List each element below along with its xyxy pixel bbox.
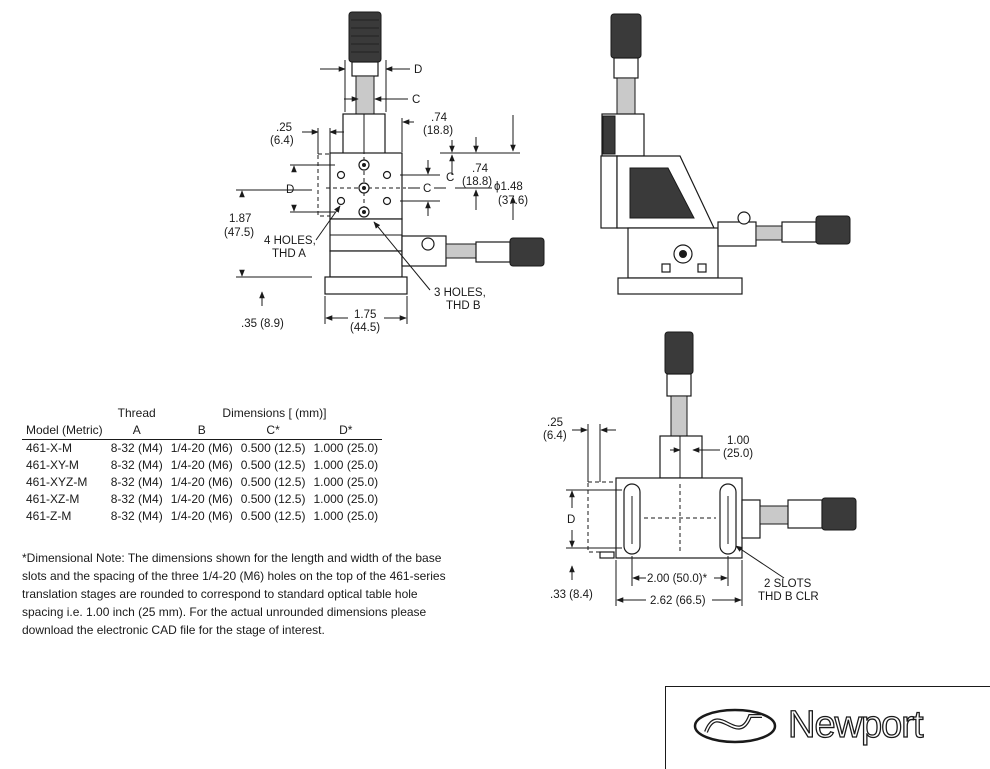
dim-074b-in: .74 [472,163,489,175]
b-dim-100-in: 1.00 [727,435,749,447]
front-dimensions [236,60,520,324]
cell-b: 1/4-20 (M6) [170,509,233,523]
front-holes [336,159,392,218]
cell-a: 8-32 (M4) [110,475,163,489]
cell-c: 0.500 (12.5) [240,441,306,455]
label-d-top: D [414,64,422,76]
cell-a: 8-32 (M4) [110,509,163,523]
dimensions-table: Thread Dimensions [ (mm)] Model (Metric)… [22,405,383,525]
logo-box [665,686,990,769]
cell-model: 461-X-M [26,441,73,455]
table-row: 461-Z-M 8-32 (M4) 1/4-20 (M6) 0.500 (12.… [22,508,382,525]
dim-035: .35 (8.9) [241,318,284,330]
b-dim-200: 2.00 (50.0)* [647,573,708,585]
bottom-dimensions [566,424,785,606]
cell-model: 461-XYZ-M [26,475,88,489]
b-label-d: D [567,514,575,526]
dim-187-mm: (47.5) [224,227,254,239]
table-row: 461-XZ-M 8-32 (M4) 1/4-20 (M6) 0.500 (12… [22,491,382,508]
dimensional-note: *Dimensional Note: The dimensions shown … [22,551,446,637]
dim-175-mm: (44.5) [350,322,380,334]
cell-c: 0.500 (12.5) [240,475,306,489]
slots-line2: THD B CLR [758,591,819,603]
col-a: A [106,422,167,440]
b-dim-033: .33 (8.4) [550,589,593,601]
table-row: 461-XY-M 8-32 (M4) 1/4-20 (M6) 0.500 (12… [22,457,382,474]
cell-b: 1/4-20 (M6) [170,492,233,506]
holes3-line1: 3 HOLES, [434,287,486,299]
dim-187-in: 1.87 [229,213,251,225]
side-micrometer-knob [610,13,642,59]
front-side-micrometer [401,235,545,267]
cell-c: 0.500 (12.5) [240,509,306,523]
cell-d: 1.000 (25.0) [313,492,379,506]
dim-148-in: ϕ1.48 [494,181,523,193]
table-row: 461-X-M 8-32 (M4) 1/4-20 (M6) 0.500 (12.… [22,440,382,458]
label-c-top: C [412,94,420,106]
bottom-micrometer-knob [664,331,694,375]
label-c-mid: C [423,183,431,195]
side-base [617,277,743,295]
cell-d: 1.000 (25.0) [313,458,379,472]
newport-logo-mark [693,708,777,744]
cell-d: 1.000 (25.0) [313,475,379,489]
b-dim-262: 2.62 (66.5) [650,595,706,607]
cell-c: 0.500 (12.5) [240,492,306,506]
b-dim-025-in: .25 [547,417,563,429]
front-base [324,276,408,295]
dim-025-mm: (6.4) [270,135,294,147]
cell-model: 461-Z-M [26,509,72,523]
cell-model: 461-XY-M [26,458,79,472]
b-dim-025-mm: (6.4) [543,430,567,442]
bottom-view: .25 (6.4) 1.00 (25.0) D 2.00 (50.0)* 2.6… [543,331,857,607]
dim-074-mm: (18.8) [423,125,453,137]
cell-b: 1/4-20 (M6) [170,458,233,472]
side-vertical-plate [600,155,618,229]
col-d: D* [309,422,383,440]
cell-a: 8-32 (M4) [110,441,163,455]
b-dim-100-mm: (25.0) [723,448,753,460]
side-view [600,13,851,295]
bottom-side-block [741,499,761,539]
holes3-line2: THD B [446,300,481,312]
side-micrometer [717,211,851,247]
dim-074-in: .74 [431,112,448,124]
label-c-right: C [446,172,454,184]
front-view: D C .25 (6.4) .74 (18.8) D C C .74 (18.8… [224,11,545,334]
col-b: B [166,422,237,440]
cell-a: 8-32 (M4) [110,492,163,506]
slots-line1: 2 SLOTS [764,578,812,590]
holes4-line2: THD A [272,248,306,260]
label-d-left: D [286,184,294,196]
dim-025-in: .25 [276,122,292,134]
dim-175-in: 1.75 [354,309,376,321]
newport-logo-text: Newport [787,703,924,746]
col-c: C* [236,422,310,440]
col-model: Model (Metric) [22,422,107,440]
cell-model: 461-XZ-M [26,492,80,506]
cell-d: 1.000 (25.0) [313,441,379,455]
cell-d: 1.000 (25.0) [313,509,379,523]
dim-148-mm: (37.6) [498,195,528,207]
front-body-bottom [329,250,403,278]
table-row: 461-XYZ-M 8-32 (M4) 1/4-20 (M6) 0.500 (1… [22,474,382,491]
cell-b: 1/4-20 (M6) [170,475,233,489]
bottom-upper-block [659,435,703,479]
dim-074b-mm: (18.8) [462,176,492,188]
holes4-line1: 4 HOLES, [264,235,316,247]
cell-c: 0.500 (12.5) [240,458,306,472]
header-thread: Thread [117,406,156,420]
cell-a: 8-32 (M4) [110,458,163,472]
header-dimensions: Dimensions [ (mm)] [222,406,327,420]
cell-b: 1/4-20 (M6) [170,441,233,455]
